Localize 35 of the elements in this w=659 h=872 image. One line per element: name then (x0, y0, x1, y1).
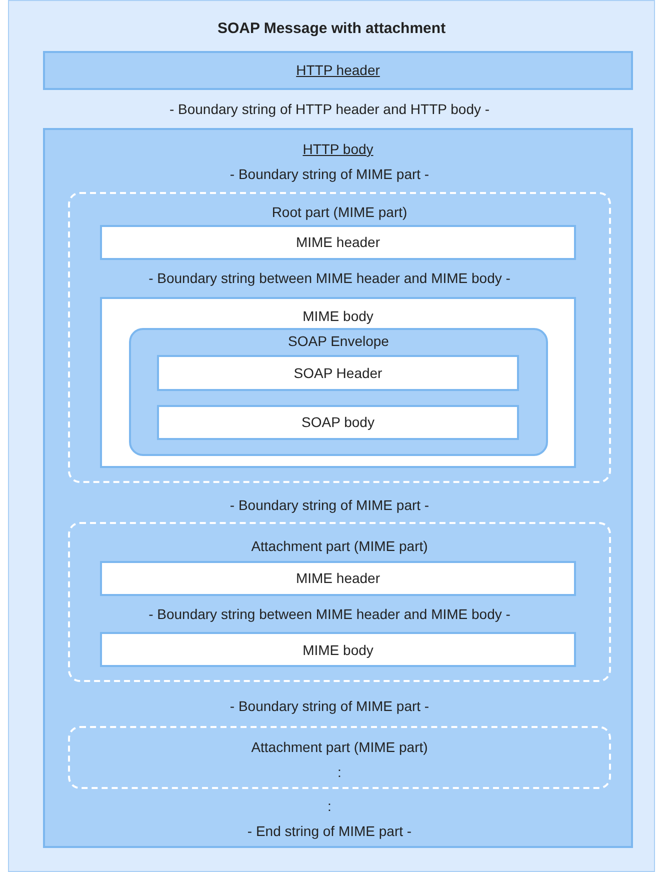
dashed-group (68, 726, 611, 789)
envelope-box (129, 328, 548, 456)
box-label: HTTP body (302, 140, 374, 158)
header-box (100, 297, 576, 468)
box-label: MIME header (294, 569, 382, 587)
header-box (100, 632, 576, 667)
box-label: MIME body (302, 641, 374, 659)
header-box (100, 561, 576, 596)
box-label: Root part (MIME part) (270, 203, 408, 221)
box-label: HTTP header (295, 61, 381, 79)
box-label: MIME body (302, 307, 374, 325)
header-box (100, 225, 576, 260)
box-label: MIME header (294, 233, 382, 251)
dashed-group (68, 192, 611, 483)
box-label: SOAP body (300, 413, 376, 431)
ellipsis-mark: : (336, 763, 342, 781)
boundary-label: - Boundary string between MIME header and MIME body - (148, 605, 512, 623)
box-label: Attachment part (MIME part) (250, 537, 429, 555)
boundary-label: - Boundary string of MIME part - (228, 165, 430, 183)
box-label: Attachment part (MIME part) (250, 738, 429, 756)
boundary-label: - Boundary string of HTTP header and HTTP body - (168, 100, 491, 118)
boundary-label: - Boundary string between MIME header and MIME body - (148, 269, 512, 287)
boundary-label: - Boundary string of MIME part - (228, 697, 430, 715)
header-box (157, 355, 519, 391)
boundary-label: - End string of MIME part - (246, 822, 413, 840)
boundary-label: : (326, 797, 332, 815)
panel-heading: SOAP Message with attachment (216, 20, 447, 38)
boundary-label: - Boundary string of MIME part - (228, 496, 430, 514)
box-label: SOAP Envelope (287, 332, 390, 350)
header-box (157, 405, 519, 440)
section-box (43, 51, 633, 90)
diagram-panel (8, 0, 655, 872)
box-label: SOAP Header (292, 364, 384, 382)
dashed-group (68, 522, 611, 682)
section-box (43, 128, 633, 848)
